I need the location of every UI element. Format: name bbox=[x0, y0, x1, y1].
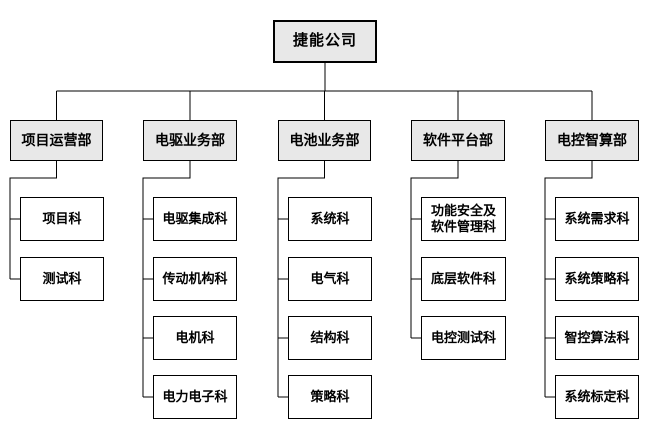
section-node: 功能安全及 软件管理科 bbox=[421, 197, 506, 241]
section-node: 底层软件科 bbox=[421, 257, 506, 301]
connector-branch-econtrol bbox=[544, 161, 593, 398]
section-node: 电气科 bbox=[288, 257, 372, 301]
department-node-software: 软件平台部 bbox=[411, 120, 505, 161]
department-node-edrive: 电驱业务部 bbox=[143, 120, 237, 161]
section-node: 系统策略科 bbox=[555, 257, 639, 301]
section-node: 电驱集成科 bbox=[153, 197, 237, 241]
department-node-econtrol: 电控智算部 bbox=[545, 120, 639, 161]
section-node: 系统标定科 bbox=[555, 375, 639, 419]
department-node-battery: 电池业务部 bbox=[278, 120, 371, 161]
section-node: 电机科 bbox=[153, 316, 237, 360]
connector-branch-edrive bbox=[142, 161, 191, 398]
department-node-project-operations: 项目运营部 bbox=[10, 120, 103, 161]
section-node: 测试科 bbox=[20, 257, 104, 301]
section-node: 系统需求科 bbox=[555, 197, 639, 241]
section-node: 项目科 bbox=[20, 197, 104, 241]
connector-branch-software bbox=[410, 161, 459, 339]
section-node: 电控测试科 bbox=[421, 316, 506, 360]
section-node: 策略科 bbox=[288, 375, 372, 419]
section-node: 智控算法科 bbox=[555, 316, 639, 360]
section-node: 系统科 bbox=[288, 197, 372, 241]
connector-root-to-bus bbox=[56, 63, 593, 120]
section-node: 电力电子科 bbox=[153, 375, 237, 419]
connector-branch-battery bbox=[277, 161, 325, 398]
connector-branch-project-operations bbox=[9, 161, 57, 280]
root-node: 捷能公司 bbox=[273, 20, 377, 63]
section-node: 传动机构科 bbox=[153, 257, 237, 301]
section-node: 结构科 bbox=[288, 316, 372, 360]
